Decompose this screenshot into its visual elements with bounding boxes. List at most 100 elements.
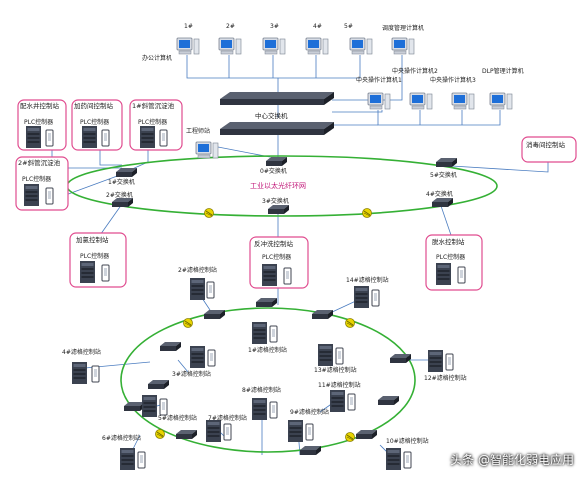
filter-8-label: 8#滤格控制站 <box>242 386 281 394</box>
pc-engineer[interactable] <box>195 141 219 159</box>
pc-3[interactable] <box>262 37 286 55</box>
filter-station-9[interactable] <box>288 420 314 442</box>
ring-switch[interactable] <box>176 430 197 439</box>
filter-station-2[interactable] <box>190 278 215 300</box>
core-switch-1[interactable] <box>220 92 334 105</box>
station-backwash[interactable] <box>249 236 309 289</box>
dosing-plc: PLC控制器 <box>80 118 109 126</box>
fiber-node <box>345 432 355 442</box>
filter-2-label: 2#滤格控制站 <box>178 266 217 274</box>
switch-2[interactable] <box>112 198 133 207</box>
filter-station-7[interactable] <box>206 420 232 442</box>
pc-2-label: 2# <box>226 23 235 30</box>
sed2-plc: PLC控制器 <box>22 175 51 183</box>
filter-12-label: 12#滤格控制站 <box>424 374 467 382</box>
fiber-node <box>155 429 165 439</box>
pc-dispatch[interactable] <box>391 37 415 55</box>
filter-14-label: 14#滤格控制站 <box>346 276 389 284</box>
pc-4[interactable] <box>305 37 329 55</box>
dewatering-plc: PLC控制器 <box>436 253 465 261</box>
ring-switch[interactable] <box>256 298 277 307</box>
watermark: 头条 @智能化弱电应用 <box>450 453 574 467</box>
pc-5[interactable] <box>349 37 373 55</box>
engineer-label: 工程师站 <box>186 127 210 135</box>
filter-station-3[interactable] <box>190 346 216 368</box>
pc-dlp[interactable] <box>489 92 513 110</box>
filter-6-label: 6#滤格控制站 <box>102 434 141 442</box>
sed1-title: 1#斜管沉淀池 <box>132 101 175 110</box>
backwash-title: 反冲洗控制站 <box>254 239 294 248</box>
filter-station-13[interactable] <box>318 344 344 366</box>
switch-0[interactable] <box>266 157 287 166</box>
dispatch-pc-label: 调度管理计算机 <box>382 24 424 32</box>
filter-station-1[interactable] <box>252 322 278 344</box>
filter-station-4[interactable] <box>72 362 100 384</box>
filter-station-10[interactable] <box>386 448 412 470</box>
pc-1[interactable] <box>176 37 200 55</box>
fiber-node <box>183 318 193 328</box>
switch-3-label: 3#交换机 <box>262 197 289 205</box>
ring-switch[interactable] <box>300 446 321 455</box>
filter-11-label: 11#滤格控制站 <box>318 381 361 389</box>
pc-2[interactable] <box>218 37 242 55</box>
ring-switch[interactable] <box>160 342 181 351</box>
core-switch-2[interactable] <box>220 122 334 135</box>
chlorine-title: 加氯控制站 <box>76 235 109 244</box>
ring-switch[interactable] <box>148 380 169 389</box>
switch-2-label: 2#交换机 <box>106 191 133 199</box>
filter-1-label: 1#滤格控制站 <box>248 346 287 354</box>
chlorine-plc: PLC控制器 <box>80 252 109 260</box>
pc-3-label: 3# <box>270 23 279 30</box>
fiber-node <box>362 208 372 218</box>
switch-0-label: 0#交换机 <box>260 167 287 175</box>
pc-1-label: 1# <box>184 23 193 30</box>
ring-switch[interactable] <box>378 396 399 405</box>
water-intake-title: 配水井控制站 <box>20 101 60 110</box>
core-switch-label: 中心交换机 <box>255 111 288 120</box>
filter-station-6[interactable] <box>120 448 146 470</box>
station-sedimentation-1[interactable] <box>129 99 183 151</box>
switch-5[interactable] <box>436 158 457 167</box>
switch-4[interactable] <box>432 198 453 207</box>
office-pc-label: 办公计算机 <box>142 54 172 62</box>
filter-station-5[interactable] <box>142 395 168 417</box>
filter-4-label: 4#滤格控制站 <box>62 348 101 356</box>
ring-label: 工业以太光纤环网 <box>250 181 306 190</box>
filter-7-label: 7#滤格控制站 <box>208 414 247 422</box>
sed1-plc: PLC控制器 <box>138 118 167 126</box>
station-dewatering[interactable] <box>425 234 483 291</box>
station-chlorine[interactable] <box>69 232 127 288</box>
switch-4-label: 4#交换机 <box>426 190 453 198</box>
water-intake-plc: PLC控制器 <box>24 118 53 126</box>
filter-9-label: 9#滤格控制站 <box>290 408 329 416</box>
ring-switch[interactable] <box>356 430 377 439</box>
station-disinfection[interactable] <box>521 136 577 163</box>
sed2-title: 2#斜管沉淀池 <box>18 158 61 167</box>
pc-central-1[interactable] <box>367 92 391 110</box>
switch-1-label: 1#交换机 <box>108 178 135 186</box>
filter-13-label: 13#滤格控制站 <box>314 366 357 374</box>
lower-fiber-ring <box>120 307 416 453</box>
disinfection-title: 消毒间控制站 <box>526 140 566 149</box>
station-water-intake[interactable] <box>17 99 67 151</box>
ring-switch[interactable] <box>204 310 225 319</box>
filter-station-8[interactable] <box>252 398 278 420</box>
central1-label: 中央操作计算机1 <box>356 76 402 84</box>
station-sedimentation-2[interactable] <box>15 156 69 211</box>
filter-station-14[interactable] <box>354 286 380 308</box>
switch-1[interactable] <box>116 168 137 177</box>
pc-central-3[interactable] <box>451 92 475 110</box>
filter-station-12[interactable] <box>428 350 454 372</box>
central2-label: 中央操作计算机2 <box>392 67 438 75</box>
station-dosing[interactable] <box>71 99 123 151</box>
filter-station-11[interactable] <box>330 390 356 412</box>
pc-central-2[interactable] <box>409 92 433 110</box>
ring-switch[interactable] <box>124 402 145 411</box>
filter-10-label: 10#滤格控制站 <box>386 437 429 445</box>
filter-5-label: 5#滤格控制站 <box>158 414 197 422</box>
switch-3[interactable] <box>268 205 289 214</box>
ring-switch[interactable] <box>390 354 411 363</box>
filter-3-label: 3#滤格控制站 <box>172 370 211 378</box>
switch-5-label: 5#交换机 <box>430 171 457 179</box>
